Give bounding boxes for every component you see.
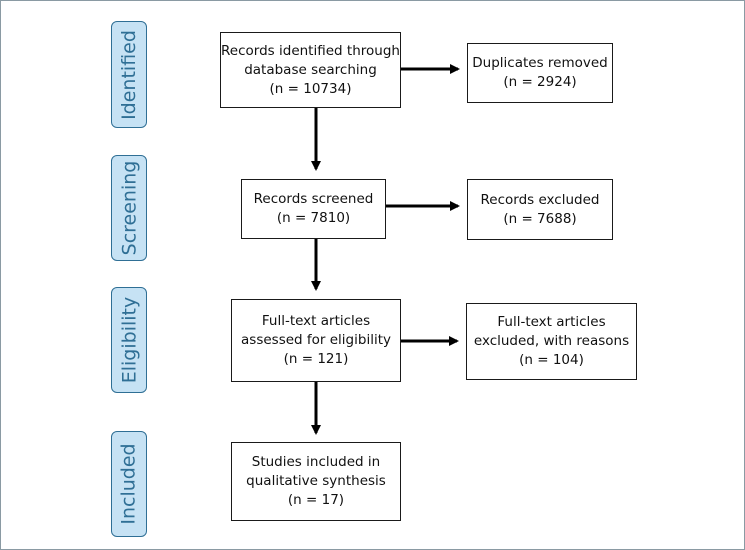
stage-label-eligibility: Eligibility — [111, 287, 147, 393]
box-text: excluded, with reasons — [473, 333, 630, 349]
records-screened-box: Records screened (n = 7810) — [241, 179, 386, 239]
box-text: (n = 7688) — [503, 210, 577, 227]
box-text: Records excluded — [480, 191, 600, 208]
fulltext-assessed-box: Full-text articles assessed for eligibil… — [231, 299, 401, 382]
box-text: database searching — [244, 61, 377, 78]
box-text: Full-text articles — [497, 314, 606, 330]
box-text: (n = 2924) — [503, 74, 577, 90]
duplicates-removed-box: Duplicates removed (n = 2924) — [467, 43, 613, 103]
stage-label-screening: Screening — [111, 155, 147, 261]
studies-included-box: Studies included in qualitative synthesi… — [231, 442, 401, 521]
box-text: qualitative synthesis — [246, 473, 386, 489]
box-text: (n = 17) — [287, 492, 345, 508]
box-text: Records screened — [253, 191, 374, 207]
box-text: (n = 104) — [519, 352, 584, 368]
box-text: Full-text articles — [261, 313, 371, 329]
box-text: assessed for eligibility — [241, 332, 391, 348]
box-text: Duplicates removed — [472, 55, 608, 71]
stage-label-included: Included — [111, 431, 147, 537]
records-identified-box: Records identified through database sear… — [220, 32, 401, 108]
box-text: Studies included in — [251, 454, 381, 470]
stage-label-identified: Identified — [111, 21, 147, 128]
box-text: Records identified through — [221, 42, 400, 59]
records-excluded-box: Records excluded (n = 7688) — [467, 179, 613, 240]
box-text: (n = 10734) — [269, 80, 352, 97]
box-text: (n = 121) — [283, 351, 349, 367]
box-text: (n = 7810) — [276, 210, 351, 226]
fulltext-excluded-box: Full-text articles excluded, with reason… — [466, 303, 637, 380]
